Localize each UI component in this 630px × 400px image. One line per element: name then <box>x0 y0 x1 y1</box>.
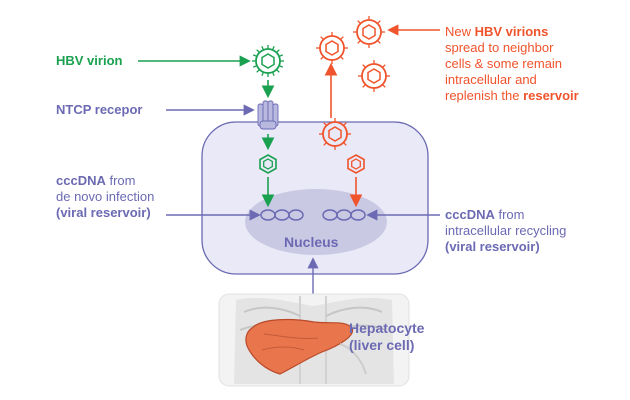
nucleus-label: Nucleus <box>284 234 339 250</box>
virion-icon <box>316 32 348 64</box>
ntcp-receptor-label: NTCP recepor <box>56 102 143 117</box>
new-virions-line4: intracellular and <box>445 72 537 87</box>
cccdna-recycling-label: cccDNA from intracellular recycling (vir… <box>445 207 566 255</box>
new-virions-prefix: New <box>445 24 475 39</box>
virion-icon <box>252 45 284 77</box>
new-virions-label: New HBV virions spread to neighbor cells… <box>445 24 579 104</box>
cccdna-recycling-from: from <box>494 207 525 222</box>
liver-illustration <box>218 293 410 387</box>
cccdna-denovo-line2: de novo infection <box>56 189 155 204</box>
hepatocyte-line2: (liver cell) <box>349 337 415 353</box>
hbv-virion-label: HBV virion <box>56 53 123 68</box>
new-virions-line2: spread to neighbor <box>445 40 554 55</box>
new-virions-line3: cells & some remain <box>445 56 563 71</box>
ntcp-receptor-icon <box>257 100 279 130</box>
cccdna-icon <box>260 209 304 221</box>
virion-icon <box>353 16 385 48</box>
cccdna-recycling-line3: (viral reservoir) <box>445 239 540 254</box>
virion-icon <box>358 60 390 92</box>
cccdna-recycling-line2: intracellular recycling <box>445 223 567 238</box>
cccdna-denovo-line3: (viral reservoir) <box>56 205 151 220</box>
cccdna-denovo-label: cccDNA from de novo infection (viral res… <box>56 173 154 221</box>
cccdna-recycling-bold: cccDNA <box>445 207 495 222</box>
cccdna-denovo-bold: cccDNA <box>56 173 106 188</box>
capsid-icon <box>347 154 365 174</box>
cccdna-icon <box>322 209 366 221</box>
virion-icon <box>319 118 351 150</box>
new-virions-line5-bold: reservoir <box>523 88 579 103</box>
new-virions-bold: HBV virions <box>474 24 549 39</box>
hepatocyte-line1: Hepatocyte <box>349 320 425 336</box>
new-virions-line5-prefix: replenish the <box>445 88 524 103</box>
hepatocyte-label: Hepatocyte (liver cell) <box>349 320 424 354</box>
cccdna-denovo-from: from <box>105 173 136 188</box>
capsid-icon <box>259 154 277 174</box>
